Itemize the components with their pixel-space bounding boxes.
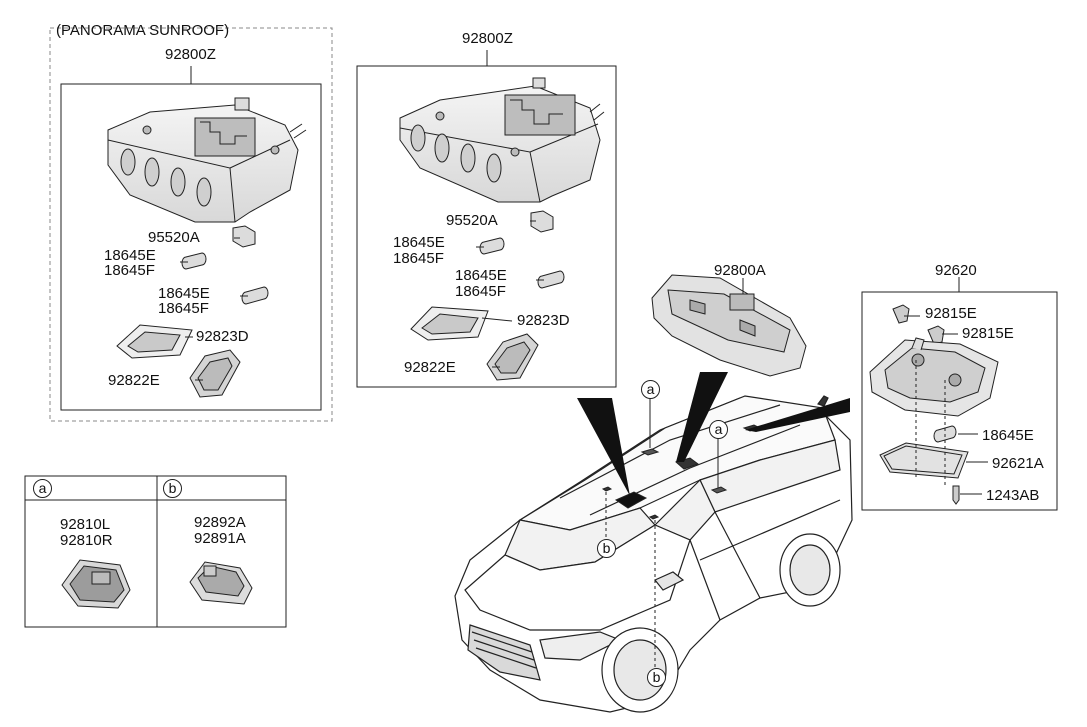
variant-a-drawing <box>61 559 131 609</box>
standard-assembly-number: 92800Z <box>462 30 513 47</box>
standard-bulb2-number-b: 18645F <box>455 283 506 300</box>
vehicle-drawing <box>454 395 853 713</box>
sunroof-lens-frame-number: 92823D <box>196 328 249 345</box>
standard-bulb2-number-a: 18645E <box>455 267 507 284</box>
room-lamp-bulb-number: 18645E <box>982 427 1034 444</box>
room-lamp-assembly-number: 92620 <box>935 262 977 279</box>
room-lamp-drawing <box>869 304 999 505</box>
variant-b-number-1: 92892A <box>194 514 246 531</box>
sunroof-console-drawing <box>107 97 307 223</box>
variant-a-number-2: 92810R <box>60 532 113 549</box>
table-callout-b: b <box>163 479 182 498</box>
sunroof-bulb2-number-b: 18645F <box>158 300 209 317</box>
standard-lens-frame-number: 92823D <box>517 312 570 329</box>
room-lamp-clip1-number: 92815E <box>925 305 977 322</box>
standard-bulb1-number-a: 18645E <box>393 234 445 251</box>
sunroof-assembly-number: 92800Z <box>165 46 216 63</box>
car-callout-b-2: b <box>647 668 666 687</box>
sunroof-panel-title: (PANORAMA SUNROOF) <box>56 22 230 39</box>
sunroof-dashed-frame <box>49 27 333 422</box>
standard-bulb1-number-b: 18645F <box>393 250 444 267</box>
sunroof-small-parts <box>116 225 269 398</box>
sunroof-bulb1-number-a: 18645E <box>104 247 156 264</box>
center-module-drawing <box>651 274 807 377</box>
room-lamp-screw-number: 1243AB <box>986 487 1040 504</box>
variant-b-drawing <box>189 561 253 605</box>
variant-b-number-2: 92891A <box>194 530 246 547</box>
standard-small-parts <box>410 210 565 381</box>
center-module-number: 92800A <box>714 262 766 279</box>
standard-console-drawing <box>399 77 605 203</box>
room-lamp-lens-number: 92621A <box>992 455 1044 472</box>
sunroof-switch-number: 95520A <box>148 229 200 246</box>
sunroof-bulb2-number-a: 18645E <box>158 285 210 302</box>
table-callout-a: a <box>33 479 52 498</box>
room-lamp-clip2-number: 92815E <box>962 325 1014 342</box>
callout-wedges <box>577 372 850 496</box>
car-callout-a-2: a <box>709 420 728 439</box>
variant-table <box>24 475 287 628</box>
standard-switch-number: 95520A <box>446 212 498 229</box>
standard-lens-number: 92822E <box>404 359 456 376</box>
variant-a-number-1: 92810L <box>60 516 111 533</box>
sunroof-bulb1-number-b: 18645F <box>104 262 155 279</box>
car-callout-a-1: a <box>641 380 660 399</box>
sunroof-lens-number: 92822E <box>108 372 160 389</box>
car-callout-b-1: b <box>597 539 616 558</box>
